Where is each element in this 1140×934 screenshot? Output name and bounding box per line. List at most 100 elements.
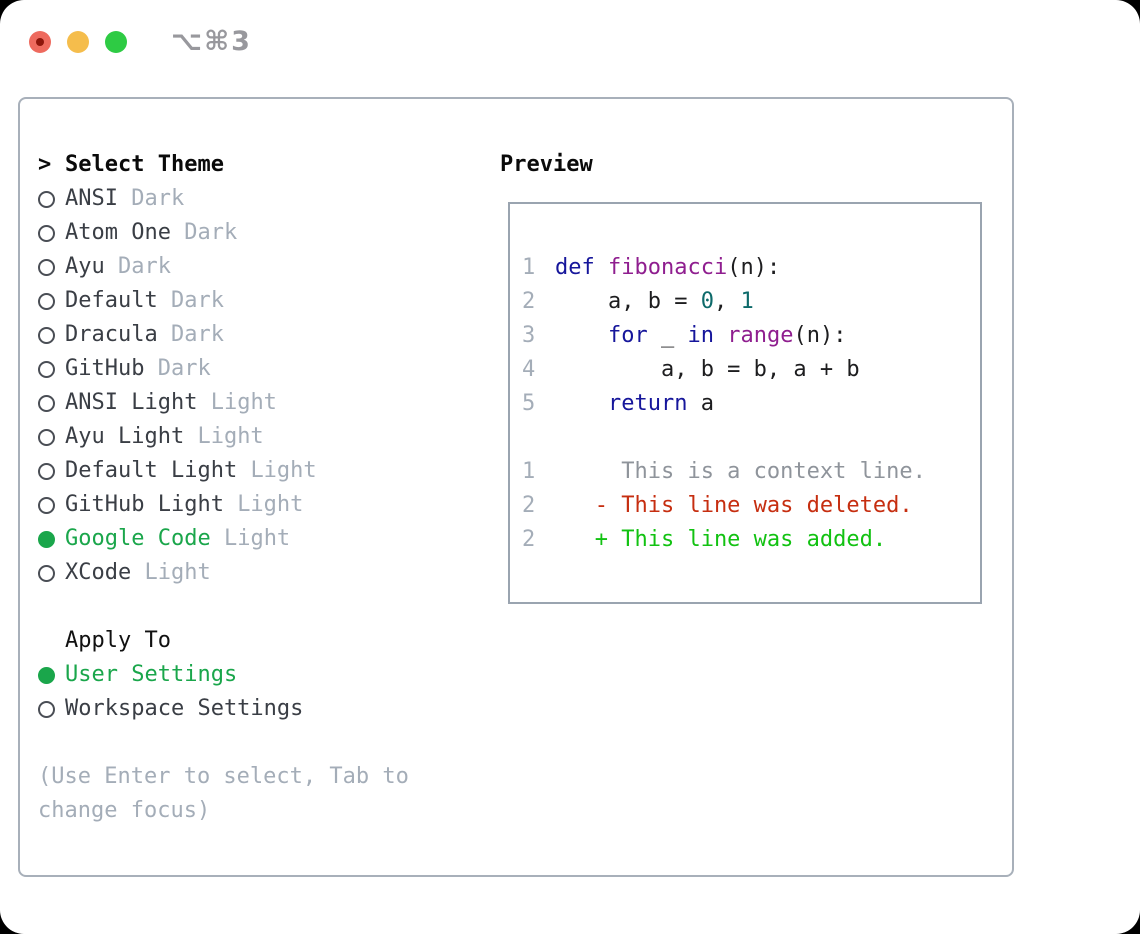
code-line-content: a, b = b, a + b [555, 353, 860, 387]
theme-variant-label: Light [197, 424, 264, 449]
zoom-button-icon[interactable] [105, 30, 127, 53]
theme-variant-label: Light [144, 560, 211, 585]
line-number: 4 [522, 357, 536, 382]
radio-slot [38, 360, 65, 378]
radio-slot [38, 258, 65, 276]
theme-option-dracula-dark[interactable]: Dracula Dark [38, 318, 478, 352]
radio-icon [38, 360, 55, 378]
radio-icon [38, 394, 55, 412]
theme-variant-label: Dark [117, 254, 171, 279]
code-token-plain: , [713, 289, 741, 314]
code-token-function: fibonacci [608, 255, 728, 280]
apply-option-user-settings[interactable]: User Settings [38, 658, 478, 692]
apply-to-title: Apply To [65, 628, 171, 653]
theme-name-label: ANSI [65, 186, 132, 211]
radio-icon [38, 428, 55, 446]
diff-line-context: 1 This is a context line. [522, 455, 980, 489]
theme-list-title: Select Theme [65, 152, 224, 177]
radio-icon [38, 496, 55, 514]
theme-variant-label: Dark [170, 322, 224, 347]
radio-slot [38, 326, 65, 344]
preview-title: Preview [500, 152, 593, 177]
radio-slot [38, 428, 65, 446]
diff-line-content: - This line was deleted. [555, 493, 913, 518]
line-number: 2 [522, 289, 536, 314]
diff-line-content: This is a context line. [555, 459, 926, 484]
apply-option-workspace-settings[interactable]: Workspace Settings [38, 692, 478, 726]
theme-variant-label: Light [237, 492, 304, 517]
theme-option-ayu-light-light[interactable]: Ayu Light Light [38, 420, 478, 454]
theme-option-atom-one-dark[interactable]: Atom One Dark [38, 216, 478, 250]
theme-option-google-code-light[interactable]: Google Code Light [38, 522, 478, 556]
theme-variant-label: Dark [184, 220, 238, 245]
radio-slot [38, 666, 65, 684]
line-number: 2 [522, 493, 536, 518]
radio-slot [38, 462, 65, 480]
code-token-literal: 0 [700, 289, 714, 314]
radio-slot [38, 292, 65, 310]
radio-icon [38, 190, 55, 208]
code-token-plain: _ [647, 323, 688, 348]
theme-variant-label: Dark [131, 186, 185, 211]
titlebar: ⌥⌘3 [29, 26, 252, 57]
code-token-keyword: in [687, 323, 714, 348]
minimize-button-icon[interactable] [67, 30, 89, 53]
theme-option-github-light-light[interactable]: GitHub Light Light [38, 488, 478, 522]
theme-name-label: GitHub Light [65, 492, 238, 517]
radio-slot [38, 700, 65, 718]
line-number: 5 [522, 391, 536, 416]
code-token-function: range [727, 323, 794, 348]
line-number: 1 [522, 255, 536, 280]
diff-line-deleted: 2 - This line was deleted. [522, 489, 980, 523]
theme-option-default-dark[interactable]: Default Dark [38, 284, 478, 318]
theme-option-ansi-light-light[interactable]: ANSI Light Light [38, 386, 478, 420]
theme-option-default-light-light[interactable]: Default Light Light [38, 454, 478, 488]
theme-option-ansi-dark[interactable]: ANSI Dark [38, 182, 478, 216]
code-line-content: for _ in range(n): [555, 319, 846, 353]
code-line-content: def fibonacci(n): [555, 251, 780, 285]
radio-slot [38, 496, 65, 514]
code-line-content: a, b = 0, 1 [555, 285, 754, 319]
theme-variant-label: Dark [170, 288, 224, 313]
radio-selected-icon [38, 666, 55, 684]
code-token-plain: (n): [793, 323, 847, 348]
theme-name-label: Default Light [65, 458, 251, 483]
line-number: 3 [522, 323, 536, 348]
radio-slot [38, 224, 65, 242]
theme-name-label: XCode [65, 560, 145, 585]
apply-to-header: Apply To [38, 624, 478, 658]
diff-preview: 1 This is a context line.2 - This line w… [522, 455, 980, 557]
focus-caret-slot: > [38, 148, 65, 182]
theme-option-ayu-dark[interactable]: Ayu Dark [38, 250, 478, 284]
code-line: 3 for _ in range(n): [522, 319, 980, 353]
theme-name-label: GitHub [65, 356, 158, 381]
focus-caret-icon: > [38, 152, 52, 177]
theme-option-xcode-light[interactable]: XCode Light [38, 556, 478, 590]
close-button-icon[interactable] [29, 30, 51, 53]
theme-name-label: Dracula [65, 322, 171, 347]
theme-option-github-dark[interactable]: GitHub Dark [38, 352, 478, 386]
code-token-keyword: return [607, 391, 688, 416]
theme-variant-label: Light [210, 390, 277, 415]
code-token-plain: a [687, 391, 714, 416]
code-line: 4 a, b = b, a + b [522, 353, 980, 387]
theme-name-label: Google Code [65, 526, 224, 551]
diff-line-content: + This line was added. [555, 527, 887, 552]
radio-icon [38, 258, 55, 276]
radio-slot [38, 190, 65, 208]
radio-slot [38, 394, 65, 412]
code-token-plain [714, 323, 727, 348]
theme-name-label: ANSI Light [65, 390, 211, 415]
spacer [38, 590, 478, 624]
code-token-plain [595, 255, 608, 280]
radio-icon [38, 700, 55, 718]
code-line: 2 a, b = 0, 1 [522, 285, 980, 319]
window-shortcut-label: ⌥⌘3 [171, 26, 252, 57]
radio-slot [38, 530, 65, 548]
code-token-plain [555, 391, 608, 416]
